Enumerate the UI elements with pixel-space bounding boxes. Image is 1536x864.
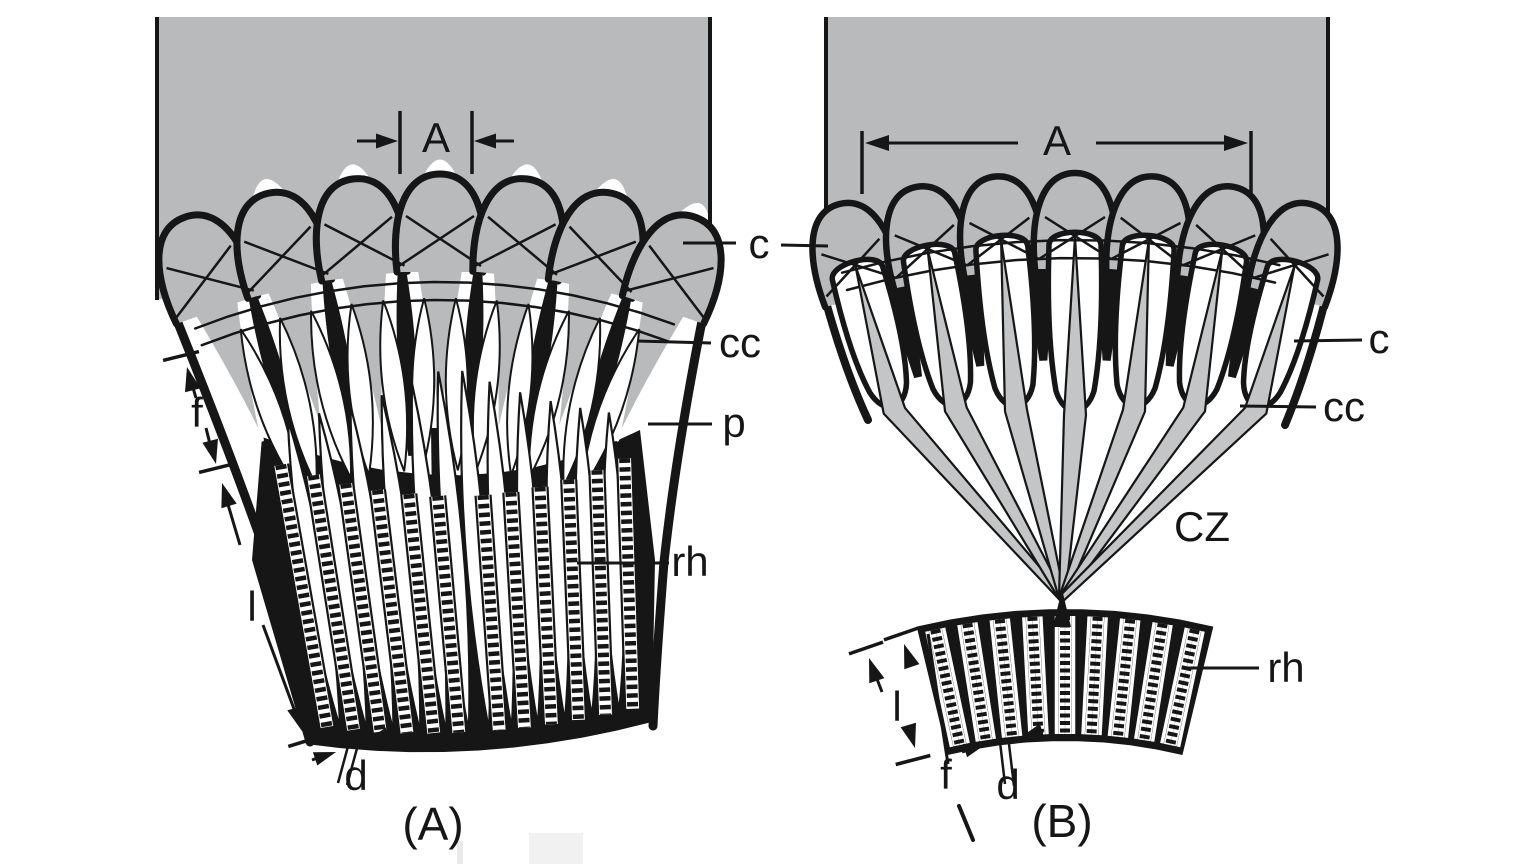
label-l-b: l bbox=[892, 683, 901, 730]
label-l-a: l bbox=[247, 583, 256, 630]
label-rhabdom-b: rh bbox=[1267, 644, 1304, 691]
aperture-label-b: A bbox=[1043, 117, 1071, 164]
label-cornea-b: c bbox=[1369, 315, 1390, 362]
facet-aperture-label-a: A bbox=[422, 114, 450, 161]
scan-artifact bbox=[529, 833, 583, 864]
measurement-annotations bbox=[162, 111, 1363, 767]
scan-artifact bbox=[457, 841, 463, 864]
label-d-b: d bbox=[996, 761, 1019, 808]
panel-b-superposition-eye-drawing bbox=[809, 17, 1341, 842]
label-d-a: d bbox=[344, 752, 367, 799]
panel-a-apposition-eye-drawing bbox=[155, 17, 725, 786]
panel-a-caption: (A) bbox=[402, 798, 463, 850]
label-f-b: f bbox=[940, 751, 952, 798]
panel-b-caption: (B) bbox=[1031, 795, 1092, 847]
label-rhabdom-a: rh bbox=[671, 538, 708, 585]
label-f-a: f bbox=[191, 389, 203, 436]
label-crystalline-cone-b: cc bbox=[1323, 383, 1365, 430]
label-crystalline-cone-a: cc bbox=[719, 319, 761, 366]
label-clear-zone: CZ bbox=[1174, 503, 1230, 550]
label-pigment-cells: p bbox=[722, 399, 745, 446]
label-cornea: c bbox=[749, 220, 770, 267]
